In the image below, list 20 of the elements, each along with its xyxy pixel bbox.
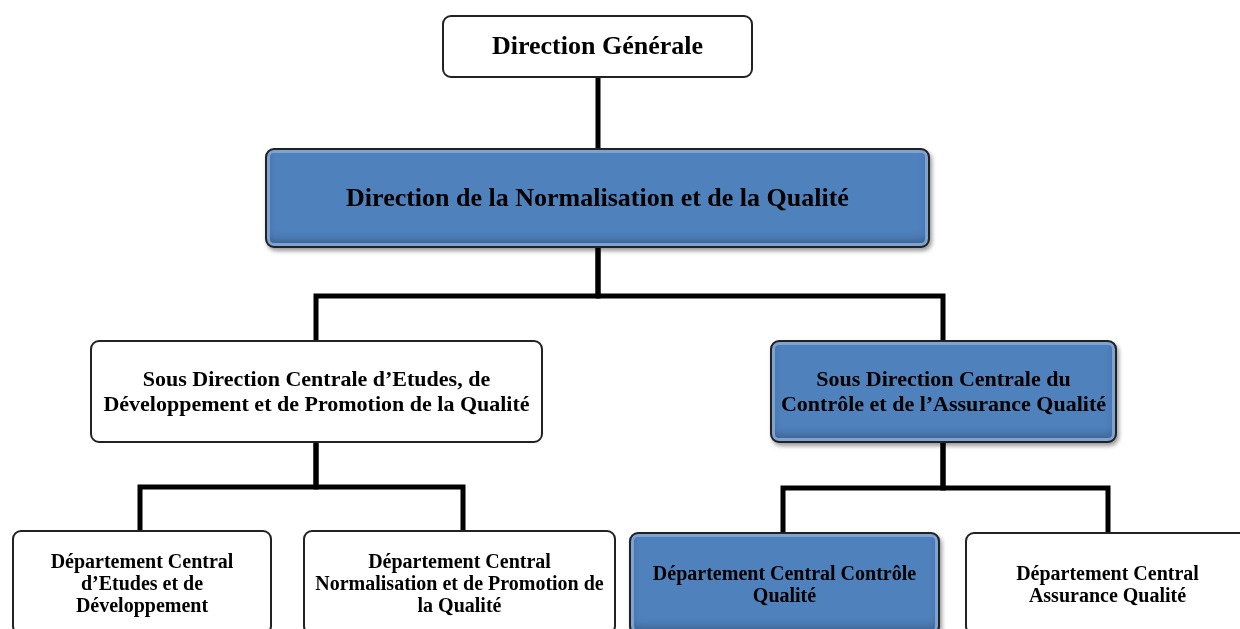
box-label: Direction de la Normalisation et de la Qualité — [346, 183, 849, 213]
box-label: Département Central Normalisation et de Promotion de la Qualité — [314, 549, 605, 616]
org-box — [965, 532, 1240, 629]
connector-line — [313, 443, 466, 530]
connector-line — [940, 443, 1111, 532]
connector-line — [595, 248, 946, 340]
connector-line — [595, 78, 601, 148]
org-box — [90, 340, 543, 443]
org-box — [303, 530, 616, 629]
highlighted-org-box — [265, 148, 930, 248]
box-label: Direction Générale — [491, 32, 704, 61]
box-label: Sous Direction Centrale du Contrôle et de l’Assurance Qualité — [779, 367, 1108, 416]
org-box — [442, 15, 753, 78]
box-label: Département Central Assurance Qualité — [1015, 561, 1200, 606]
highlighted-org-box — [770, 340, 1117, 443]
box-label: Département Central Contrôle Qualité — [651, 561, 918, 606]
box-label: Sous Direction Centrale d’Etudes, de Développement et de Promotion de la Qualité — [102, 367, 531, 416]
org-box — [12, 530, 272, 629]
highlighted-org-box — [629, 532, 940, 629]
box-label: Département Central d’Etudes et de Développement — [49, 549, 235, 616]
